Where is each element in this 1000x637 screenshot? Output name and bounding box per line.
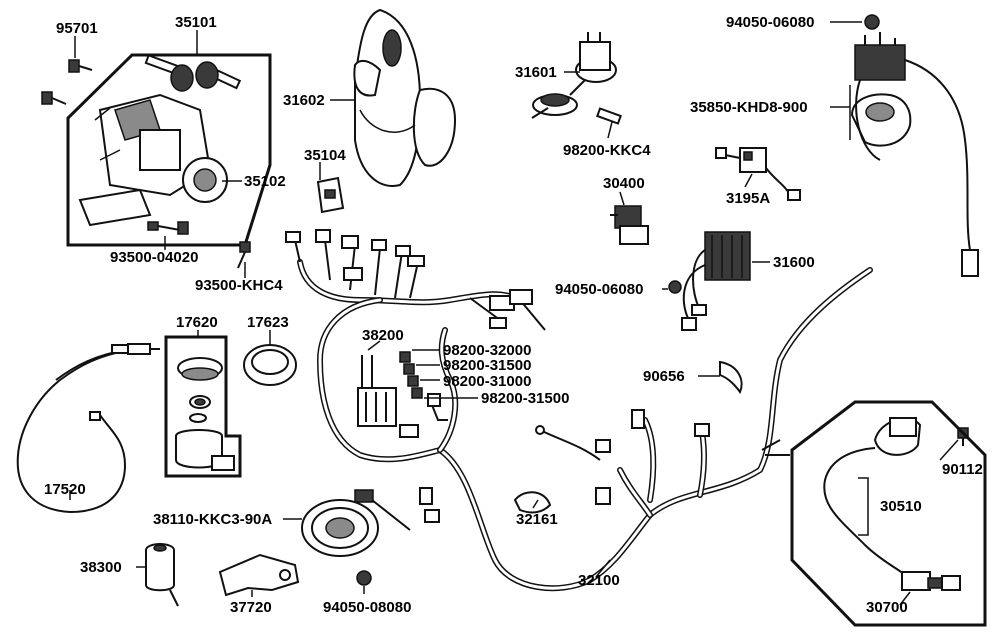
leader-lines <box>69 21 959 606</box>
screw-icon-93500-04020 <box>147 221 189 235</box>
nut-icon-94050-06080-mid <box>668 280 682 294</box>
label-95701: 95701 <box>56 20 98 37</box>
regulator-rectifier-31600 <box>681 231 751 331</box>
label-38110-kkc3-90a: 38110-KKC3-90A <box>153 511 272 528</box>
relay-30400 <box>610 205 649 245</box>
connector-3195a <box>715 147 801 201</box>
label-98200-31500-b: 98200-31500 <box>481 390 569 407</box>
label-3195a: 3195A <box>726 190 770 207</box>
label-35850-khd8-900: 35850-KHD8-900 <box>690 99 808 116</box>
label-31602: 31602 <box>283 92 325 109</box>
label-35104: 35104 <box>304 147 346 164</box>
band-32161 <box>513 491 552 514</box>
label-90112: 90112 <box>942 461 983 478</box>
label-94050-08080: 94050-08080 <box>323 599 411 616</box>
fuse-box-38200 <box>357 351 448 427</box>
nut-icon-94050-08080 <box>356 570 372 586</box>
label-98200-kkc4: 98200-KKC4 <box>563 142 651 159</box>
label-35102: 35102 <box>244 173 286 190</box>
label-98200-31000: 98200-31000 <box>443 373 531 390</box>
clip-35104 <box>316 176 345 214</box>
ignition-cover-31602 <box>353 8 457 187</box>
key-icon <box>144 54 242 92</box>
label-32161: 32161 <box>516 511 558 528</box>
label-31600: 31600 <box>773 254 815 271</box>
label-90656: 90656 <box>643 368 685 385</box>
starter-relay-35850 <box>850 32 979 277</box>
label-17623: 17623 <box>247 314 289 331</box>
label-30700: 30700 <box>866 599 908 616</box>
label-31601: 31601 <box>515 64 557 81</box>
main-wire-harness <box>285 229 873 592</box>
label-35101: 35101 <box>175 14 217 31</box>
bracket-37720 <box>218 553 300 597</box>
label-98200-32000: 98200-32000 <box>443 342 531 359</box>
nut-icon-94050-06080-top <box>864 14 880 30</box>
label-30400: 30400 <box>603 175 645 192</box>
relay-31601 <box>531 32 617 119</box>
horn-38110 <box>301 489 411 557</box>
ignition-key-set-35101 <box>41 53 272 247</box>
label-98200-31500-a: 98200-31500 <box>443 357 531 374</box>
label-93500-khc4: 93500-KHC4 <box>195 277 283 294</box>
label-93500-04020: 93500-04020 <box>110 249 198 266</box>
clamp-90656 <box>719 360 743 395</box>
ignition-coil-group-30510 <box>790 400 987 627</box>
label-38200: 38200 <box>362 327 404 344</box>
label-17620: 17620 <box>176 314 218 331</box>
cable-parts-group-17620 <box>164 335 242 478</box>
label-38300: 38300 <box>80 559 122 576</box>
label-94050-06080-mid: 94050-06080 <box>555 281 643 298</box>
label-37720: 37720 <box>230 599 272 616</box>
throttle-cable-17520 <box>16 343 160 514</box>
ring-17623 <box>243 344 297 386</box>
label-30510: 30510 <box>880 498 922 515</box>
label-17520: 17520 <box>44 481 86 498</box>
bolt-icon-95701 <box>41 59 93 105</box>
part-number-labels: 95701 35101 35102 31602 35104 93500-0402… <box>44 14 983 616</box>
screw-icon-93500-khc4 <box>237 241 251 269</box>
ignition-lock-body <box>78 93 228 227</box>
flasher-relay-38300 <box>145 543 179 607</box>
label-32100: 32100 <box>578 572 620 589</box>
label-94050-06080-top: 94050-06080 <box>726 14 814 31</box>
fuse-icon-98200-kkc4 <box>596 107 622 125</box>
